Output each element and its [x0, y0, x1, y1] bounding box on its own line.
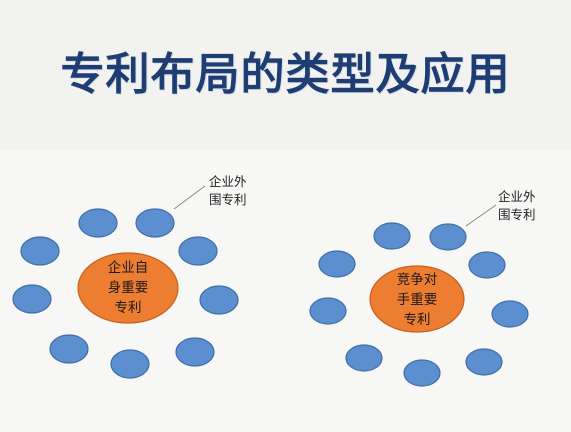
satellite-node	[468, 251, 506, 279]
diagram-own: 企业自 身重要 专利 企业外 围专利	[12, 174, 247, 379]
core-label-line-3: 专利	[404, 312, 431, 328]
satellite-node	[465, 348, 503, 376]
title-band	[0, 0, 571, 150]
diagram-competitor: 竞争对 手重要 专利 企业外 围专利	[309, 189, 536, 387]
satellite-node	[373, 222, 411, 250]
page-title: 专利布局的类型及应用	[60, 49, 511, 100]
pointer-line	[173, 185, 206, 210]
satellite-node	[309, 297, 347, 325]
satellite-node	[491, 300, 529, 328]
core-label-line-3: 专利	[115, 300, 142, 316]
external-label-line-1: 企业外	[209, 174, 247, 189]
satellite-node	[110, 349, 150, 379]
satellite-node	[199, 285, 239, 315]
core-label-line-2: 身重要	[108, 280, 149, 296]
core-node	[77, 252, 179, 324]
external-label-line-2: 围专利	[498, 207, 536, 222]
satellite-node	[135, 208, 175, 238]
satellite-node	[345, 344, 383, 372]
external-label-line-2: 围专利	[209, 192, 247, 207]
core-label-line-1: 竞争对	[397, 271, 438, 288]
core-label-line-2: 手重要	[397, 292, 438, 308]
core-node	[369, 265, 465, 333]
satellite-node	[429, 223, 467, 251]
satellite-node	[20, 236, 60, 266]
satellite-node	[175, 337, 215, 367]
satellite-node	[403, 359, 441, 387]
satellite-node	[178, 236, 218, 266]
pointer-line	[465, 204, 497, 227]
satellite-node	[318, 250, 356, 278]
satellite-node	[12, 284, 52, 314]
external-label-line-1: 企业外	[498, 189, 536, 204]
satellite-node	[78, 208, 118, 238]
core-label-line-1: 企业自	[108, 259, 149, 276]
satellite-node	[49, 334, 89, 364]
